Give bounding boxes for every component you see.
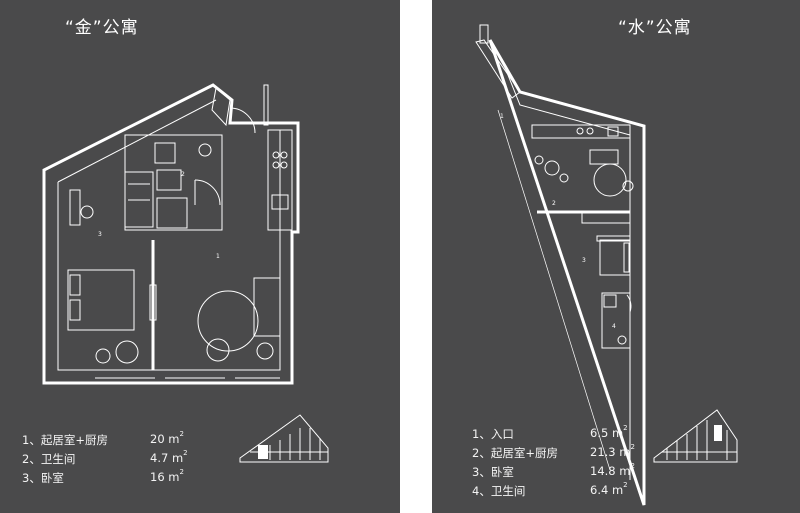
diagonal-wall	[57, 99, 217, 183]
hob-3	[272, 161, 280, 169]
kitchen-counter	[267, 129, 293, 231]
legend-row: 2、起居室+厨房 21.3 m2	[472, 443, 672, 464]
room-area: 14.8 m2	[590, 462, 635, 478]
hob-1	[272, 151, 280, 159]
bed	[67, 269, 135, 331]
plan-number-1: 1	[500, 113, 504, 120]
bed-side	[596, 235, 631, 242]
entry-wedge	[475, 39, 521, 99]
plan-title-shui: “水”公寓	[618, 18, 692, 38]
dining-table	[544, 160, 560, 176]
room-area: 21.3 m2	[590, 443, 635, 459]
panel-jin-apartment: “金”公寓	[0, 0, 400, 513]
room-label: 2、卫生间	[22, 452, 76, 466]
sofa	[253, 277, 281, 337]
room-area: 20 m2	[150, 430, 184, 446]
hob-2	[280, 151, 288, 159]
legend-row: 4、卫生间 6.4 m2	[472, 481, 672, 502]
side-table-left	[95, 348, 111, 364]
plan-number-2: 2	[552, 200, 556, 207]
entry-wall	[263, 84, 269, 126]
room-area: 4.7 m2	[150, 449, 188, 465]
outer-wall	[488, 39, 646, 506]
hob	[576, 127, 584, 135]
plan-number-2: 2	[181, 171, 185, 178]
room-legend-shui: 1、入口 6.5 m2 2、起居室+厨房 21.3 m2 3、卧室 14.8 m…	[472, 424, 672, 502]
room-label: 2、起居室+厨房	[472, 446, 558, 460]
bath-door-swing	[626, 294, 632, 313]
bathroom	[601, 292, 631, 349]
hob-4	[280, 161, 288, 169]
outer-wall	[42, 83, 300, 385]
sofa	[589, 149, 619, 165]
dining-chair-1	[534, 155, 544, 165]
room-label: 1、起居室+厨房	[22, 433, 108, 447]
legend-row: 3、卧室 14.8 m2	[472, 462, 672, 483]
bath-door-swing	[194, 179, 221, 206]
pillow-2	[69, 299, 81, 321]
room-label: 3、卧室	[472, 465, 514, 479]
plan-number-3: 3	[582, 257, 586, 264]
armchair-left	[115, 340, 139, 364]
room-label: 1、入口	[472, 427, 514, 441]
room-label: 3、卧室	[22, 471, 64, 485]
kitchen-counter	[531, 124, 631, 139]
sliding-door	[149, 284, 157, 321]
plan-number-4: 4	[612, 323, 616, 330]
legend-row: 3、卧室 16 m2	[22, 468, 222, 489]
key-plan-highlight	[714, 425, 722, 441]
sink	[607, 126, 619, 137]
diagonal-window	[497, 109, 611, 471]
desk-chair	[80, 205, 94, 219]
floor-plan-jin: 1 2 3	[42, 83, 329, 463]
desk	[69, 189, 81, 226]
wardrobe	[124, 171, 154, 228]
shower	[603, 294, 617, 308]
bed	[599, 239, 631, 276]
pillow	[623, 242, 630, 273]
hob2	[586, 127, 594, 135]
dining-chair-2	[559, 173, 569, 183]
key-plan-thumbnail	[239, 414, 329, 463]
armchair-right	[206, 338, 230, 362]
legend-row: 1、起居室+厨房 20 m2	[22, 430, 222, 451]
key-plan-thumbnail	[653, 409, 738, 463]
entry-door-frame	[479, 24, 489, 44]
toilet	[198, 143, 212, 157]
shower	[154, 142, 176, 164]
plan-number-3: 3	[98, 231, 102, 238]
pillow-1	[69, 274, 81, 296]
plan-title-jin: “金”公寓	[65, 18, 139, 38]
room-area: 16 m2	[150, 468, 184, 484]
entry-door-swing	[229, 107, 256, 134]
sink-counter	[156, 169, 182, 191]
panel-shui-apartment: “水”公寓 1 2 3 4	[432, 0, 800, 513]
floor-plan-shui: 1 2 3 4	[475, 24, 738, 506]
room-legend-jin: 1、起居室+厨房 20 m2 2、卫生间 4.7 m2 3、卧室 16 m2	[22, 430, 222, 489]
room-label: 4、卫生间	[472, 484, 526, 498]
round-table	[197, 290, 259, 352]
room-area: 6.4 m2	[590, 481, 628, 497]
lounge-table	[593, 163, 627, 197]
legend-row: 2、卫生间 4.7 m2	[22, 449, 222, 470]
legend-row: 1、入口 6.5 m2	[472, 424, 672, 445]
room-area: 6.5 m2	[590, 424, 628, 440]
bathroom-block	[124, 134, 223, 231]
toilet	[617, 335, 627, 345]
lounge-chair	[622, 180, 634, 192]
entry-bay	[211, 87, 231, 127]
plan-number-1: 1	[216, 253, 220, 260]
kitchen-sink	[271, 194, 289, 210]
inner-outline	[57, 130, 281, 371]
storage	[156, 197, 188, 229]
side-table-right	[256, 342, 274, 360]
